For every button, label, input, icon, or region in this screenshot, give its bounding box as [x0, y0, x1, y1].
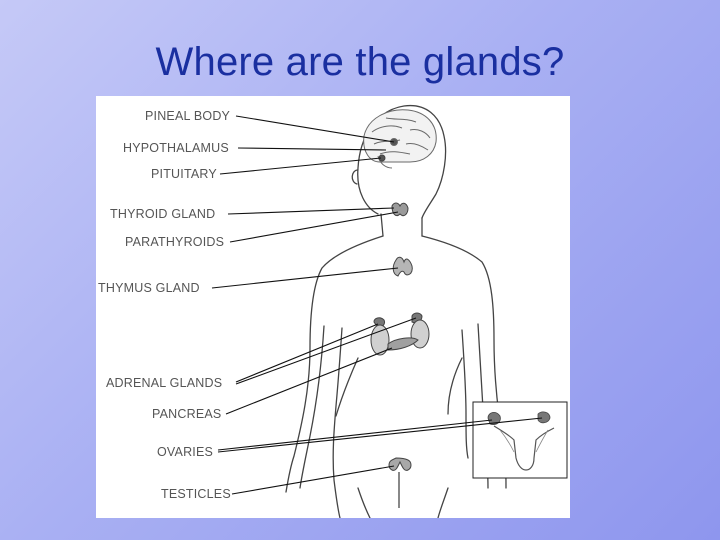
label-thyroid-gland: THYROID GLAND — [110, 207, 215, 221]
label-testicles: TESTICLES — [161, 487, 231, 501]
leader-adrenal-a — [235, 323, 379, 383]
leader-ovaries-b — [217, 417, 543, 453]
leader-hypothalamus — [237, 147, 387, 151]
leader-lines — [211, 115, 543, 495]
label-parathyroids: PARATHYROIDS — [125, 235, 224, 249]
leader-testicles — [231, 465, 395, 495]
testicles-shape — [388, 457, 412, 471]
endocrine-diagram: PINEAL BODY HYPOTHALAMUS PITUITARY THYRO… — [96, 96, 570, 518]
thyroid-shape — [391, 202, 409, 217]
leader-parathyroids — [229, 211, 399, 243]
label-adrenal-glands: ADRENAL GLANDS — [106, 376, 222, 390]
leader-thyroid — [227, 207, 395, 215]
label-thymus-gland: THYMUS GLAND — [98, 281, 200, 295]
leader-pituitary — [219, 157, 382, 175]
leader-ovaries-a — [217, 419, 493, 451]
label-hypothalamus: HYPOTHALAMUS — [123, 141, 229, 155]
label-pineal-body: PINEAL BODY — [145, 109, 231, 123]
leader-pineal — [235, 115, 395, 143]
glands — [370, 154, 430, 508]
label-ovaries: OVARIES — [157, 445, 213, 459]
label-pancreas: PANCREAS — [152, 407, 221, 421]
ovaries-inset — [472, 401, 568, 479]
leader-adrenal-b — [235, 317, 417, 385]
endocrine-diagram-svg: PINEAL BODY HYPOTHALAMUS PITUITARY THYRO… — [98, 104, 568, 518]
gland-labels: PINEAL BODY HYPOTHALAMUS PITUITARY THYRO… — [98, 109, 231, 501]
leader-thymus — [211, 267, 399, 289]
slide-title: Where are the glands? — [155, 40, 565, 84]
leader-pancreas — [225, 347, 393, 415]
pancreas-shape — [387, 337, 419, 351]
thymus-shape — [392, 256, 413, 277]
label-pituitary: PITUITARY — [151, 167, 217, 181]
body-outline — [285, 104, 507, 518]
